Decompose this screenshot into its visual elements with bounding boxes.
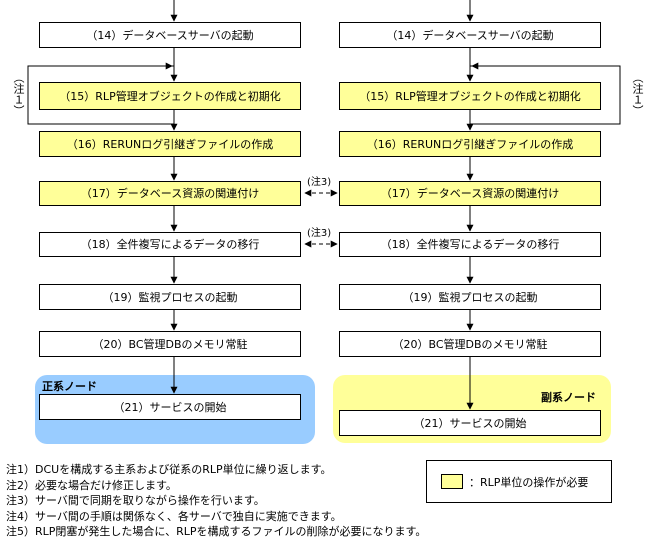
right-step-15: （15）RLP管理オブジェクトの作成と初期化	[339, 82, 601, 110]
sync-note-17: (注3)	[307, 177, 332, 188]
primary-node-label: 正系ノード	[42, 380, 97, 393]
right-step-18: （18）全件複写によるデータの移行	[339, 232, 601, 257]
legend: ：RLP単位の操作が必要	[426, 460, 612, 503]
left-step-16: （16）RERUNログ引継ぎファイルの作成	[39, 131, 301, 157]
right-step-14: （14）データベースサーバの起動	[339, 22, 601, 48]
right-loop-line	[470, 65, 621, 125]
right-step-19: （19）監視プロセスの起動	[339, 284, 601, 310]
footnote-2: 注2）必要な場合だけ修正します。	[6, 478, 177, 492]
left-step-20: （20）BC管理DBのメモリ常駐	[39, 331, 301, 357]
footnotes: 注1）DCUを構成する主系および従系のRLP単位に繰り返します。 注2）必要な場…	[6, 462, 426, 540]
right-step-21: （21）サービスの開始	[339, 410, 601, 436]
footnote-1: 注1）DCUを構成する主系および従系のRLP単位に繰り返します。	[6, 463, 332, 476]
legend-swatch	[441, 474, 463, 489]
legend-label: ：RLP単位の操作が必要	[469, 475, 589, 489]
secondary-node-label: 副系ノード	[541, 391, 596, 404]
right-loop-note: （注１）	[631, 72, 644, 116]
left-step-21: （21）サービスの開始	[39, 394, 301, 420]
left-step-18: （18）全件複写によるデータの移行	[39, 232, 301, 257]
right-step-20: （20）BC管理DBのメモリ常駐	[339, 331, 601, 357]
right-step-16: （16）RERUNログ引継ぎファイルの作成	[339, 131, 601, 157]
left-step-15: （15）RLP管理オブジェクトの作成と初期化	[39, 82, 301, 110]
right-step-17: （17）データベース資源の関連付け	[339, 181, 601, 206]
left-loop-note: （注１）	[12, 72, 25, 116]
left-step-14: （14）データベースサーバの起動	[39, 22, 301, 48]
footnote-5: 注5）RLP閉塞が発生した場合に、RLPを構成するファイルの削除が必要になります…	[6, 525, 427, 538]
footnote-4: 注4）サーバ間の手順は関係なく、各サーバで独自に実施できます。	[6, 509, 342, 523]
left-loop-line	[27, 65, 174, 125]
left-step-19: （19）監視プロセスの起動	[39, 284, 301, 310]
footnote-3: 注3）サーバ間で同期を取りながら操作を行います。	[6, 494, 265, 507]
left-step-17: （17）データベース資源の関連付け	[39, 181, 301, 206]
sync-note-18: (注3)	[307, 228, 332, 239]
